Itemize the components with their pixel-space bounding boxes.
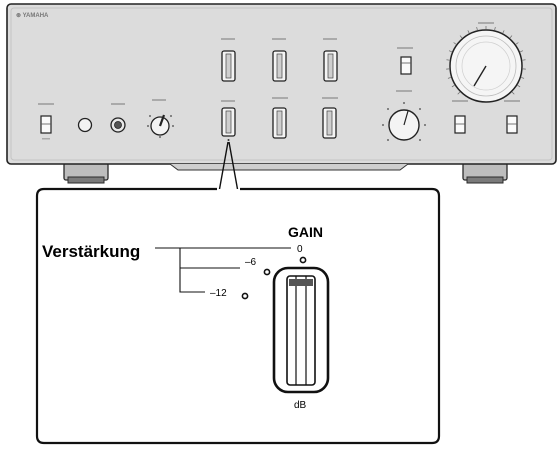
level-label-minus12: –12 bbox=[210, 288, 227, 299]
level-label-0: 0 bbox=[297, 244, 303, 255]
level-dot-minus6 bbox=[263, 268, 271, 276]
amplifier-front-panel: ⊛ YAMAHA bbox=[6, 3, 557, 184]
volume-tick bbox=[502, 30, 505, 34]
volume-tick bbox=[515, 42, 519, 45]
gain-callout: GAIN Verstärkung 0 –6 –12 dB bbox=[35, 187, 441, 445]
volume-tick bbox=[494, 27, 496, 31]
volume-tick bbox=[459, 35, 463, 39]
gain-slider-large bbox=[272, 266, 330, 394]
volume-tick bbox=[521, 77, 525, 79]
volume-tick bbox=[520, 50, 524, 53]
volume-tick bbox=[451, 85, 455, 88]
volume-scale-ticks bbox=[446, 26, 526, 95]
volume-tick bbox=[467, 30, 470, 34]
brand-logo: ⊛ YAMAHA bbox=[16, 13, 49, 19]
toggle-switch-right-1 bbox=[454, 115, 466, 134]
volume-tick bbox=[448, 50, 452, 53]
power-switch bbox=[40, 115, 52, 134]
level-dot-0 bbox=[299, 256, 307, 264]
volume-tick bbox=[476, 27, 478, 31]
gain-title: GAIN bbox=[288, 224, 323, 240]
level-dot-minus12 bbox=[241, 292, 249, 300]
toggle-switch-upper bbox=[400, 56, 412, 75]
volume-tick bbox=[517, 85, 521, 88]
tone-controls-top bbox=[221, 38, 338, 82]
volume-tick bbox=[447, 77, 451, 79]
volume-tick bbox=[509, 35, 513, 39]
level-label-minus6: –6 bbox=[245, 257, 257, 268]
volume-tick bbox=[453, 42, 457, 45]
callout-frame bbox=[35, 187, 441, 445]
unit-label-db: dB bbox=[294, 400, 307, 411]
volume-tick bbox=[511, 91, 515, 95]
small-round-button bbox=[77, 117, 93, 133]
level-bracket-lines bbox=[155, 247, 291, 293]
verstaerkung-label: Verstärkung bbox=[42, 242, 140, 261]
volume-tick bbox=[457, 91, 461, 95]
toggle-switch-right-2 bbox=[506, 115, 518, 134]
